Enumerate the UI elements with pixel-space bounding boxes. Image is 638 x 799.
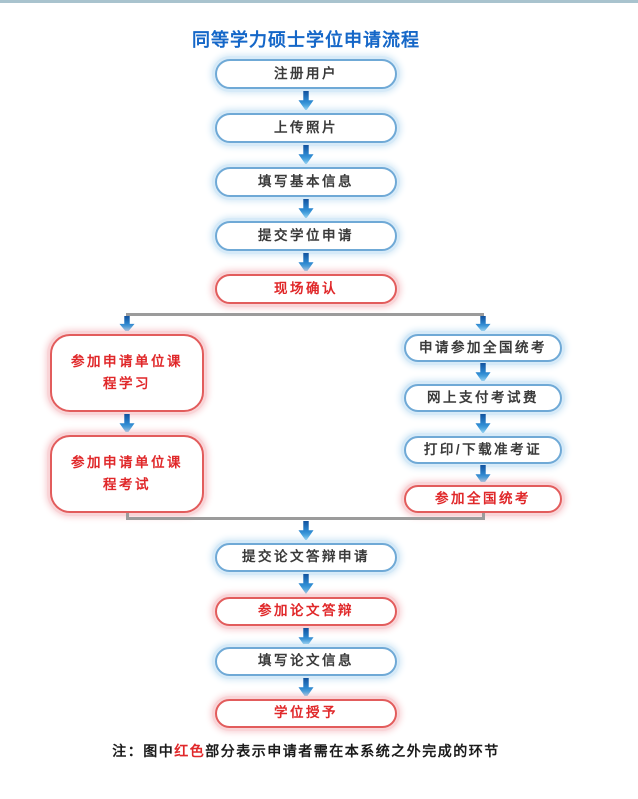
down-arrow-icon — [475, 316, 491, 333]
branch-merge-line — [126, 517, 485, 520]
down-arrow-icon — [119, 414, 135, 434]
node-upload-photo: 上传照片 — [215, 113, 397, 143]
down-arrow-icon — [119, 316, 135, 333]
node-submit-thesis-defense-application: 提交论文答辩申请 — [215, 543, 397, 572]
legend-note-red-word: 红色 — [174, 743, 206, 759]
down-arrow-icon — [298, 678, 314, 698]
branch-split-line — [126, 313, 484, 316]
down-arrow-icon — [298, 199, 314, 219]
node-take-national-exam: 参加全国统考 — [404, 485, 562, 513]
down-arrow-icon — [298, 628, 314, 648]
legend-note-prefix: 注：图中 — [112, 743, 175, 759]
merge-left-stub — [126, 513, 129, 520]
node-attend-course-study: 参加申请单位课程学习 — [50, 334, 204, 412]
down-arrow-icon — [298, 521, 314, 541]
node-attend-course-exam: 参加申请单位课程考试 — [50, 435, 204, 513]
down-arrow-icon — [298, 574, 314, 594]
down-arrow-icon — [475, 465, 491, 485]
page-title: 同等学力硕士学位申请流程 — [192, 30, 420, 50]
merge-right-stub — [482, 513, 485, 520]
top-border-band — [0, 0, 638, 3]
node-fill-basic-info: 填写基本信息 — [215, 167, 397, 197]
node-submit-degree-application: 提交学位申请 — [215, 221, 397, 251]
legend-note-suffix: 部分表示申请者需在本系统之外完成的环节 — [205, 743, 500, 759]
node-print-admission-ticket: 打印/下载准考证 — [404, 436, 562, 464]
down-arrow-icon — [298, 91, 314, 111]
node-attend-thesis-defense: 参加论文答辩 — [215, 597, 397, 626]
node-register-user: 注册用户 — [215, 59, 397, 89]
node-pay-exam-fee-online: 网上支付考试费 — [404, 384, 562, 412]
node-degree-conferral: 学位授予 — [215, 699, 397, 728]
down-arrow-icon — [475, 414, 491, 434]
down-arrow-icon — [475, 363, 491, 383]
down-arrow-icon — [298, 145, 314, 165]
down-arrow-icon — [298, 253, 314, 273]
node-onsite-confirmation: 现场确认 — [215, 274, 397, 304]
node-fill-thesis-info: 填写论文信息 — [215, 647, 397, 676]
node-apply-national-exam: 申请参加全国统考 — [404, 334, 562, 362]
legend-note: 注：图中红色部分表示申请者需在本系统之外完成的环节 — [0, 741, 612, 761]
